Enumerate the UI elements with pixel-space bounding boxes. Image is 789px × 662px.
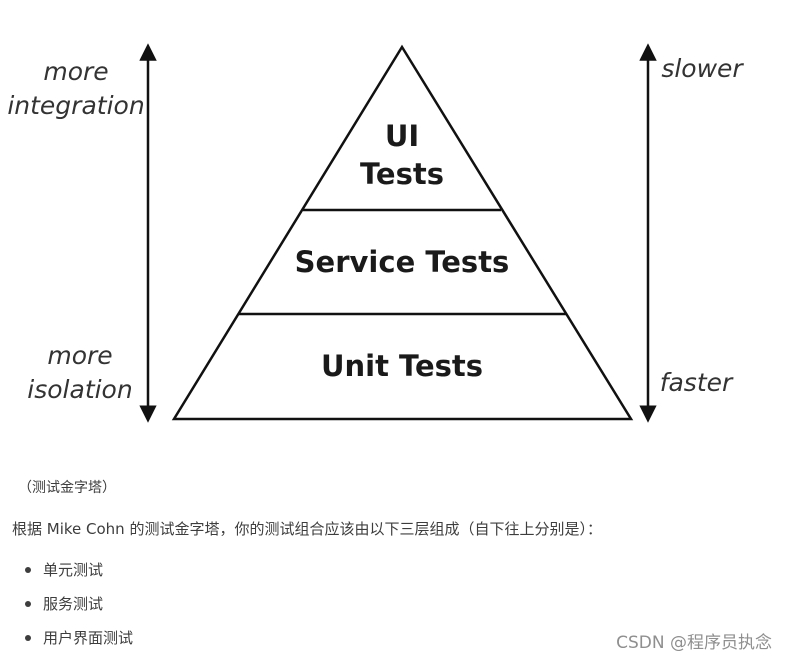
right-top-label: slower bbox=[661, 54, 744, 83]
list-item: 服务测试 bbox=[22, 594, 133, 628]
left-top-label-line2: integration bbox=[7, 91, 144, 120]
layer-ui-line1: UI bbox=[385, 119, 419, 153]
layer-unit-tests: Unit Tests bbox=[321, 349, 483, 383]
list-item: 用户界面测试 bbox=[22, 628, 133, 662]
left-bottom-label-line1: more bbox=[47, 341, 112, 370]
layer-service-tests: Service Tests bbox=[295, 245, 510, 279]
figure-caption: （测试金字塔） bbox=[18, 480, 116, 496]
right-bottom-label: faster bbox=[660, 368, 734, 397]
list-item: 单元测试 bbox=[22, 560, 133, 594]
watermark: CSDN @程序员执念 bbox=[616, 633, 772, 653]
left-top-label-line1: more bbox=[43, 57, 108, 86]
intro-paragraph: 根据 Mike Cohn 的测试金字塔，你的测试组合应该由以下三层组成（自下往上… bbox=[12, 520, 602, 538]
pyramid-outline bbox=[171, 44, 634, 421]
left-bottom-label-line2: isolation bbox=[27, 375, 132, 404]
layer-ui-line2: Tests bbox=[360, 157, 444, 191]
layer-list: 单元测试 服务测试 用户界面测试 bbox=[22, 560, 133, 662]
test-pyramid-diagram: more integration more isolation slower f… bbox=[7, 43, 744, 423]
